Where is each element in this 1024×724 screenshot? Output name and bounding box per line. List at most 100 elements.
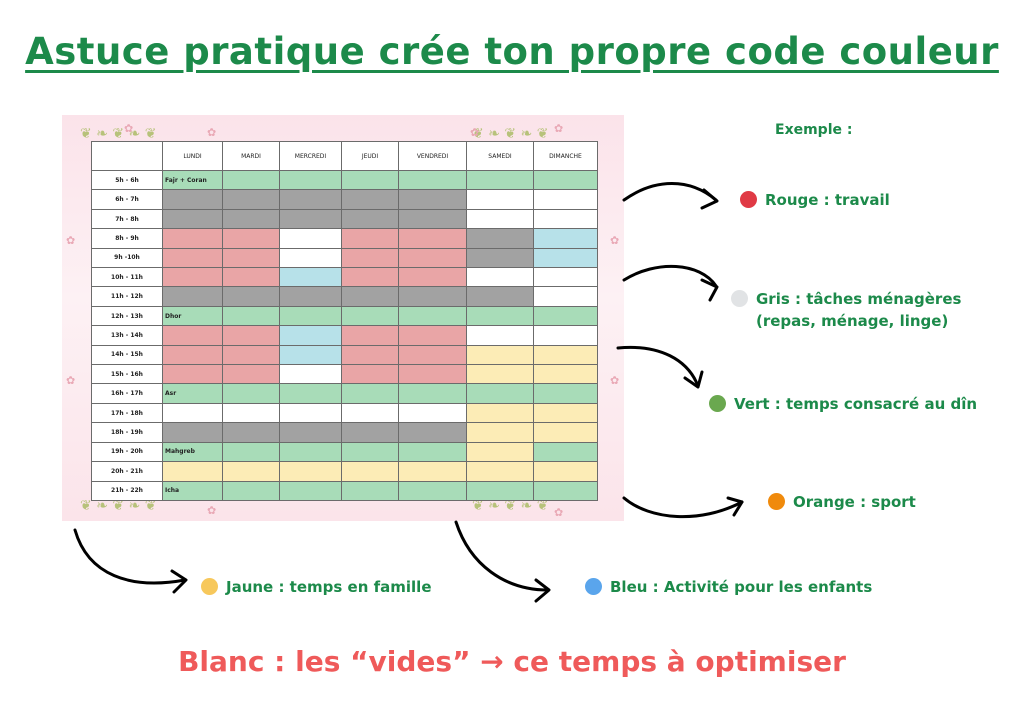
flower-icon: ✿ <box>610 234 620 247</box>
schedule-cell <box>162 461 223 482</box>
legend-rouge: Rouge : travail <box>740 189 890 211</box>
orange-dot-icon <box>768 493 785 510</box>
table-row: 8h - 9h <box>91 228 598 249</box>
legend-gris: Gris : tâches ménagères (repas, ménage, … <box>731 288 961 332</box>
schedule-cell <box>279 461 342 482</box>
schedule-cell <box>398 383 467 404</box>
flower-icon: ✿ <box>470 126 480 139</box>
day-header: LUNDI <box>162 141 223 171</box>
schedule-cell <box>279 344 342 366</box>
schedule-cell <box>222 461 280 482</box>
schedule-cell <box>466 441 534 463</box>
schedule-cell <box>466 325 534 346</box>
schedule-cell <box>341 305 399 327</box>
legend-text: Vert : temps consacré au dîn <box>734 395 978 413</box>
schedule-cell <box>466 480 534 501</box>
schedule-cell <box>222 383 280 404</box>
table-row: 20h - 21h <box>91 461 598 482</box>
schedule-cell <box>466 402 534 424</box>
flower-icon: ✿ <box>66 234 76 247</box>
table-row: 17h - 18h <box>91 402 598 424</box>
flower-icon: ✿ <box>66 374 76 387</box>
blue-dot-icon <box>585 578 602 595</box>
schedule-cell <box>279 364 342 385</box>
flower-icon: ✿ <box>124 122 134 135</box>
schedule-cell <box>222 247 280 269</box>
schedule-cell <box>533 208 598 230</box>
legend-text: Jaune : temps en famille <box>226 578 432 596</box>
schedule-cell <box>162 402 223 424</box>
schedule-cell <box>398 461 467 482</box>
legend-bleu: Bleu : Activité pour les enfants <box>585 576 872 598</box>
schedule-cell <box>279 286 342 307</box>
schedule-cell <box>279 325 342 346</box>
arrow-icon <box>622 264 718 288</box>
schedule-cell <box>466 286 534 307</box>
time-slot-label: 8h - 9h <box>91 228 163 249</box>
schedule-cell <box>533 189 598 210</box>
arrow-icon <box>726 496 744 517</box>
schedule-cell <box>222 189 280 210</box>
schedule-cell <box>341 189 399 210</box>
day-header: VENDREDI <box>398 141 467 171</box>
time-slot-label: 13h - 14h <box>91 325 163 346</box>
time-slot-label: 15h - 16h <box>91 364 163 385</box>
schedule-cell <box>279 247 342 269</box>
schedule-cell <box>279 441 342 463</box>
schedule-cell <box>279 228 342 249</box>
time-slot-label: 10h - 11h <box>91 267 163 288</box>
schedule-cell <box>398 305 467 327</box>
vine-decoration: ❦ ❧ ❦ ❧ ❦ <box>80 498 157 514</box>
flower-icon: ✿ <box>207 126 217 139</box>
schedule-cell <box>341 441 399 463</box>
schedule-cell <box>398 402 467 424</box>
schedule-cell <box>533 383 598 404</box>
schedule-cell <box>533 441 598 463</box>
table-row: 9h -10h <box>91 247 598 269</box>
schedule-cell: Icha <box>162 480 223 501</box>
schedule-cell <box>533 247 598 269</box>
day-header: MERCREDI <box>279 141 342 171</box>
day-header: DIMANCHE <box>533 141 598 171</box>
schedule-cell <box>533 228 598 249</box>
flower-icon: ✿ <box>207 504 217 517</box>
time-slot-label: 16h - 17h <box>91 383 163 404</box>
schedule-cell <box>279 402 342 424</box>
legend-text: Rouge : travail <box>765 191 890 209</box>
table-header-row: LUNDI MARDI MERCREDI JEUDI VENDREDI SAME… <box>91 141 598 171</box>
schedule-cell <box>222 422 280 443</box>
schedule-cell <box>341 344 399 366</box>
schedule-cell <box>466 461 534 482</box>
legend-text: Bleu : Activité pour les enfants <box>610 578 873 596</box>
weekly-schedule-table: LUNDI MARDI MERCREDI JEUDI VENDREDI SAME… <box>91 141 598 501</box>
red-dot-icon <box>740 191 757 208</box>
schedule-cell <box>341 247 399 269</box>
schedule-cell: Asr <box>162 383 223 404</box>
schedule-cell <box>341 422 399 443</box>
day-header: SAMEDI <box>466 141 534 171</box>
schedule-cell <box>533 169 598 191</box>
legend-jaune: Jaune : temps en famille <box>201 576 432 598</box>
schedule-cell <box>533 480 598 501</box>
schedule-cell <box>466 208 534 230</box>
time-slot-label: 9h -10h <box>91 247 163 269</box>
time-slot-label: 20h - 21h <box>91 461 163 482</box>
table-row: 15h - 16h <box>91 364 598 385</box>
schedule-cell <box>398 480 467 501</box>
time-slot-label: 5h - 6h <box>91 169 163 191</box>
arrow-icon <box>622 182 718 202</box>
arrow-icon <box>73 528 187 585</box>
schedule-cell: Dhor <box>162 305 223 327</box>
vine-decoration: ❦ ❧ ❦ ❧ ❦ <box>472 498 549 514</box>
example-label: Exemple : <box>775 122 853 138</box>
schedule-cell <box>341 364 399 385</box>
day-header: MARDI <box>222 141 280 171</box>
schedule-cell <box>533 422 598 443</box>
flower-icon: ✿ <box>554 506 564 519</box>
schedule-cell <box>341 325 399 346</box>
